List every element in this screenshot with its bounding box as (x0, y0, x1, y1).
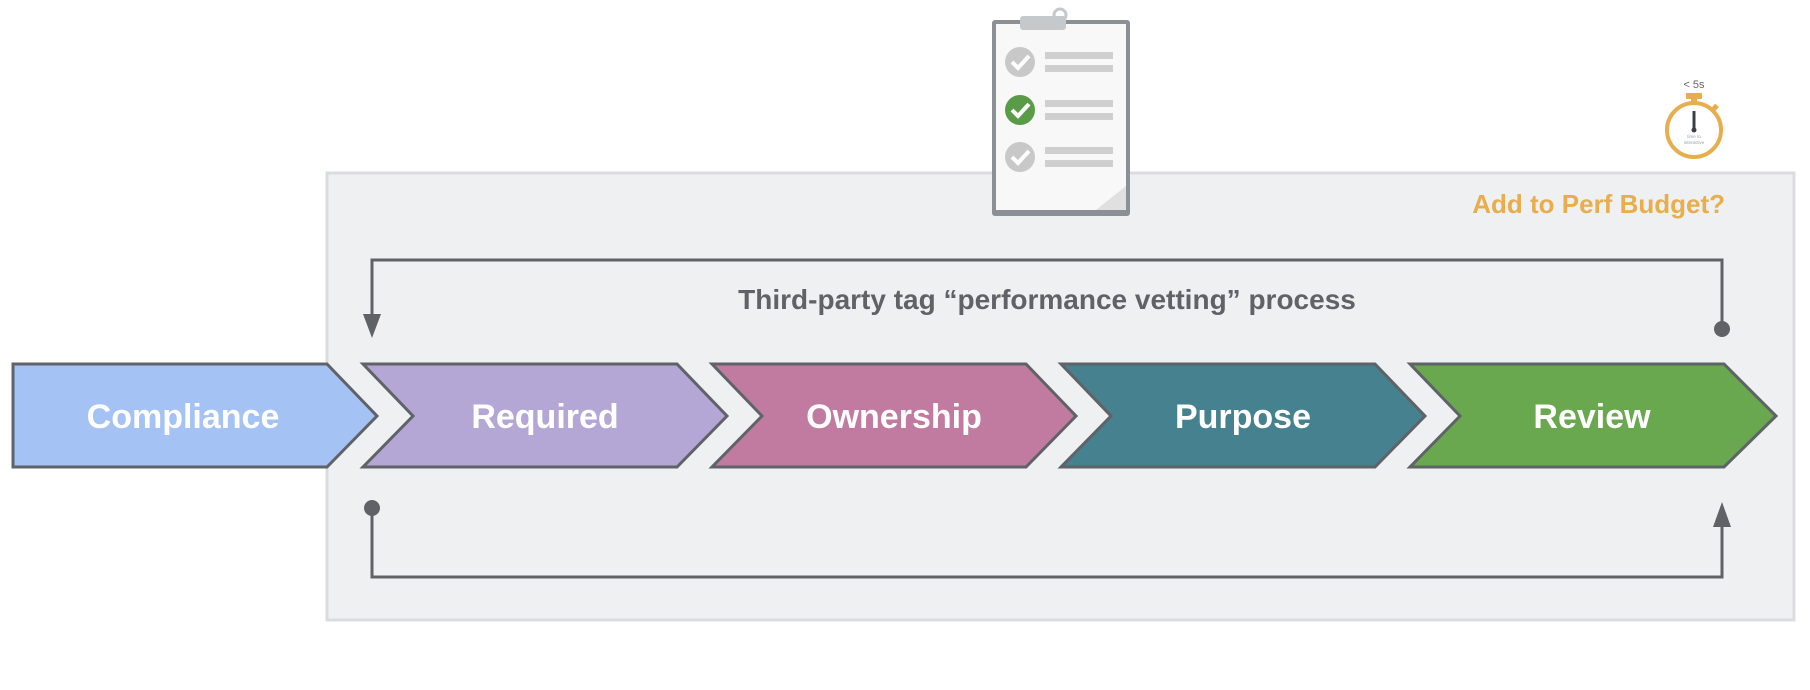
clipboard-checklist-icon (992, 7, 1130, 216)
timer-caption-line1: time to (1687, 134, 1701, 139)
process-step-review: Review (1406, 362, 1779, 469)
step-shape (359, 362, 730, 469)
step-shape (11, 362, 380, 469)
process-step-compliance: Compliance (11, 362, 380, 469)
step-label: Compliance (87, 398, 280, 436)
timer-threshold: < 5s (1683, 79, 1705, 91)
step-label: Required (471, 398, 618, 436)
process-step-ownership: Ownership (708, 362, 1079, 469)
step-shape (708, 362, 1079, 469)
process-step-purpose: Purpose (1057, 362, 1428, 469)
process-title: Third-party tag “performance vetting” pr… (738, 284, 1356, 315)
loop-bottom-arrow (364, 500, 1731, 579)
step-label: Review (1533, 398, 1651, 436)
timer-caption-line2: interactive (1684, 140, 1705, 145)
loop-top-arrow (363, 258, 1730, 338)
step-shape (1057, 362, 1428, 469)
step-label: Ownership (806, 398, 982, 436)
stopwatch-icon: < 5s time to interactive (1665, 79, 1723, 159)
process-step-required: Required (359, 362, 730, 469)
step-label: Purpose (1175, 398, 1311, 436)
step-shape (1406, 362, 1779, 469)
perf-budget-label: Add to Perf Budget? (1472, 189, 1725, 219)
